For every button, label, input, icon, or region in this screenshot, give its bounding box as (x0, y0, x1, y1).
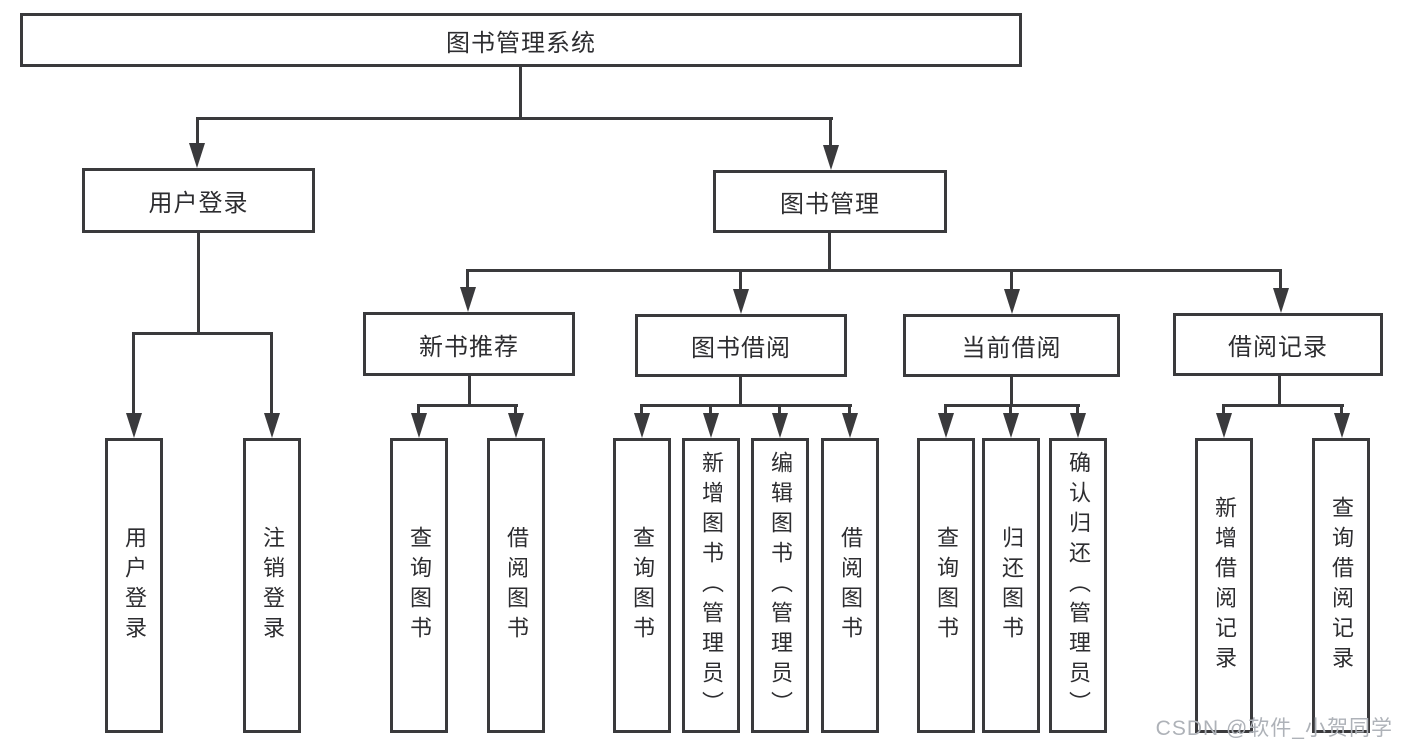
connector-line (468, 376, 471, 407)
arrow-down-icon (460, 287, 476, 312)
node-leaf-borrow-book: 借阅图书 (487, 438, 545, 733)
connector-line (196, 117, 199, 147)
connector-line (1278, 376, 1281, 407)
node-leaf-query-book: 查询图书 (390, 438, 448, 733)
node-leaf-query-book: 查询图书 (613, 438, 671, 733)
arrow-down-icon (1334, 413, 1350, 438)
arrow-down-icon (733, 289, 749, 314)
connector-line (466, 269, 469, 292)
connector-line (739, 376, 742, 407)
connector-line (709, 404, 712, 416)
node-book-borrowing: 图书借阅 (635, 314, 847, 377)
arrow-down-icon (411, 413, 427, 438)
connector-line (1279, 269, 1282, 292)
node-leaf-query-borrow-record: 查询借阅记录 (1312, 438, 1370, 733)
node-book-management: 图书管理 (713, 170, 947, 233)
connector-line (196, 117, 833, 120)
node-label: 新增借阅记录 (1212, 495, 1237, 676)
node-label: 新书推荐 (419, 333, 519, 361)
node-label: 当前借阅 (961, 335, 1062, 362)
node-label: 新增图书（管理员） (699, 450, 724, 721)
node-label: 确认归还（管理员） (1066, 450, 1091, 721)
arrow-down-icon (1070, 413, 1086, 438)
node-label: 查询图书 (934, 525, 959, 646)
node-root-system: 图书管理系统 (20, 13, 1022, 67)
node-borrowing-records: 借阅记录 (1173, 313, 1383, 376)
node-leaf-borrow-book: 借阅图书 (821, 438, 879, 733)
connector-line (132, 332, 135, 414)
connector-line (417, 404, 518, 407)
node-label: 查询图书 (630, 525, 655, 646)
connector-line (417, 404, 420, 416)
connector-line (1010, 376, 1013, 407)
node-label: 用户登录 (148, 190, 249, 217)
node-leaf-user-login: 用户登录 (105, 438, 163, 733)
node-label: 借阅图书 (504, 525, 529, 646)
arrow-down-icon (508, 413, 524, 438)
node-label: 注销登录 (260, 525, 285, 646)
arrow-down-icon (823, 145, 839, 170)
node-label: 查询借阅记录 (1329, 495, 1354, 676)
node-leaf-logout: 注销登录 (243, 438, 301, 733)
node-label: 查询图书 (407, 525, 432, 646)
node-leaf-add-book-admin: 新增图书（管理员） (682, 438, 740, 733)
node-label: 借阅记录 (1228, 334, 1328, 361)
connector-line (197, 232, 200, 335)
connector-line (829, 117, 832, 147)
connector-line (1222, 404, 1344, 407)
node-current-borrowing: 当前借阅 (903, 314, 1120, 377)
node-leaf-query-book: 查询图书 (917, 438, 975, 733)
connector-line (466, 269, 1282, 272)
node-leaf-add-borrow-record: 新增借阅记录 (1195, 438, 1253, 733)
node-label: 图书管理系统 (446, 29, 596, 57)
connector-line (514, 404, 517, 416)
node-label: 图书管理 (780, 191, 880, 218)
connector-line (778, 404, 781, 416)
arrow-down-icon (126, 413, 142, 438)
connector-line (828, 232, 831, 272)
arrow-down-icon (1273, 288, 1289, 313)
connector-line (944, 404, 1080, 407)
connector-line (519, 67, 522, 119)
node-leaf-edit-book-admin: 编辑图书（管理员） (751, 438, 809, 733)
arrow-down-icon (703, 413, 719, 438)
node-label: 编辑图书（管理员） (768, 450, 793, 721)
node-label: 归还图书 (999, 525, 1024, 646)
connector-line (640, 404, 852, 407)
node-new-book-recommend: 新书推荐 (363, 312, 575, 376)
connector-line (640, 404, 643, 416)
node-leaf-return-book: 归还图书 (982, 438, 1040, 733)
connector-line (1340, 404, 1343, 416)
connector-line (1222, 404, 1225, 416)
node-label: 用户登录 (122, 525, 147, 646)
node-user-login: 用户登录 (82, 168, 315, 233)
arrow-down-icon (634, 413, 650, 438)
arrow-down-icon (938, 413, 954, 438)
connector-line (270, 332, 273, 414)
node-label: 图书借阅 (691, 335, 791, 362)
arrow-down-icon (842, 413, 858, 438)
connector-line (1076, 404, 1079, 416)
arrow-down-icon (264, 413, 280, 438)
node-leaf-confirm-return-admin: 确认归还（管理员） (1049, 438, 1107, 733)
arrow-down-icon (1216, 413, 1232, 438)
arrow-down-icon (189, 143, 205, 168)
arrow-down-icon (1003, 413, 1019, 438)
node-label: 借阅图书 (838, 525, 863, 646)
connector-line (1009, 404, 1012, 416)
arrow-down-icon (1004, 289, 1020, 314)
connector-line (944, 404, 947, 416)
connector-line (132, 332, 273, 335)
connector-line (1010, 269, 1013, 292)
connector-line (739, 269, 742, 292)
arrow-down-icon (772, 413, 788, 438)
csdn-watermark: CSDN @软件_小贺同学 (1155, 717, 1393, 740)
connector-line (848, 404, 851, 416)
